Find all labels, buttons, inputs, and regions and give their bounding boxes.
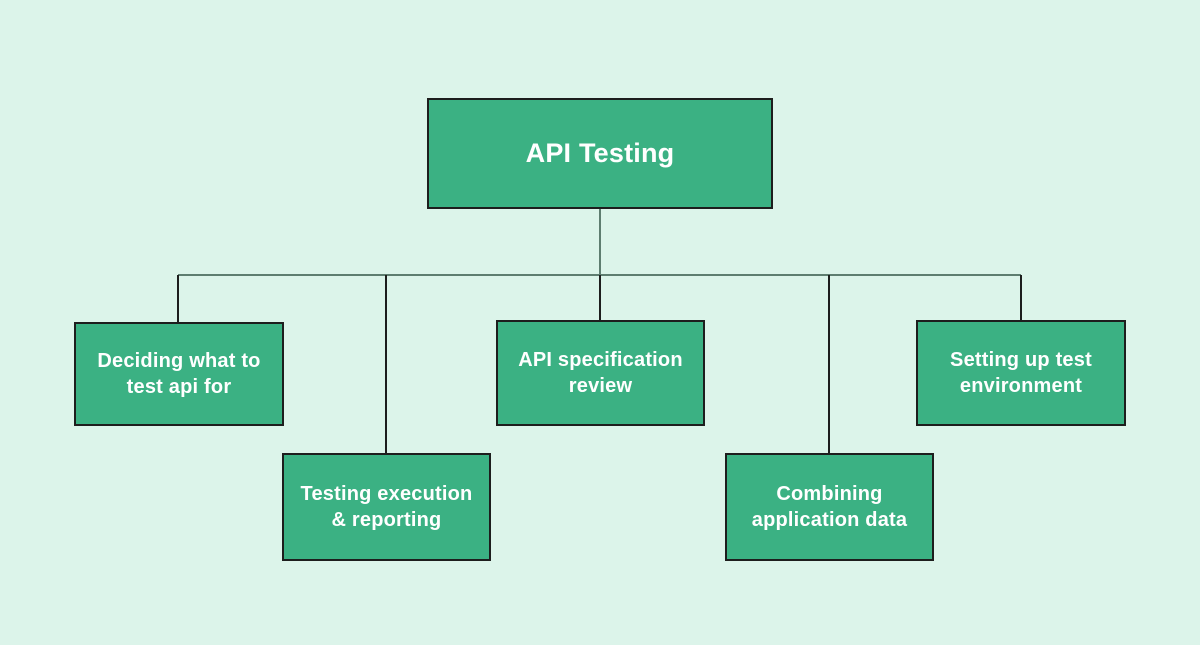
node-label: Combining application data [751,482,908,531]
node-label: Testing execution & reporting [300,482,473,531]
node-root-label: API Testing [525,137,675,168]
node-label: Deciding what to test api for [97,349,261,398]
node-combining-application-data[interactable]: Combining application data [725,453,934,561]
node-label: API specification review [518,348,683,397]
node-root-api-testing[interactable]: API Testing [427,98,773,209]
node-deciding-what-to-test-api-for[interactable]: Deciding what to test api for [74,322,284,426]
node-testing-execution-and-reporting[interactable]: Testing execution & reporting [282,453,491,561]
node-setting-up-test-environment[interactable]: Setting up test environment [916,320,1126,426]
node-label: Setting up test environment [950,348,1092,397]
node-api-specification-review[interactable]: API specification review [496,320,705,426]
